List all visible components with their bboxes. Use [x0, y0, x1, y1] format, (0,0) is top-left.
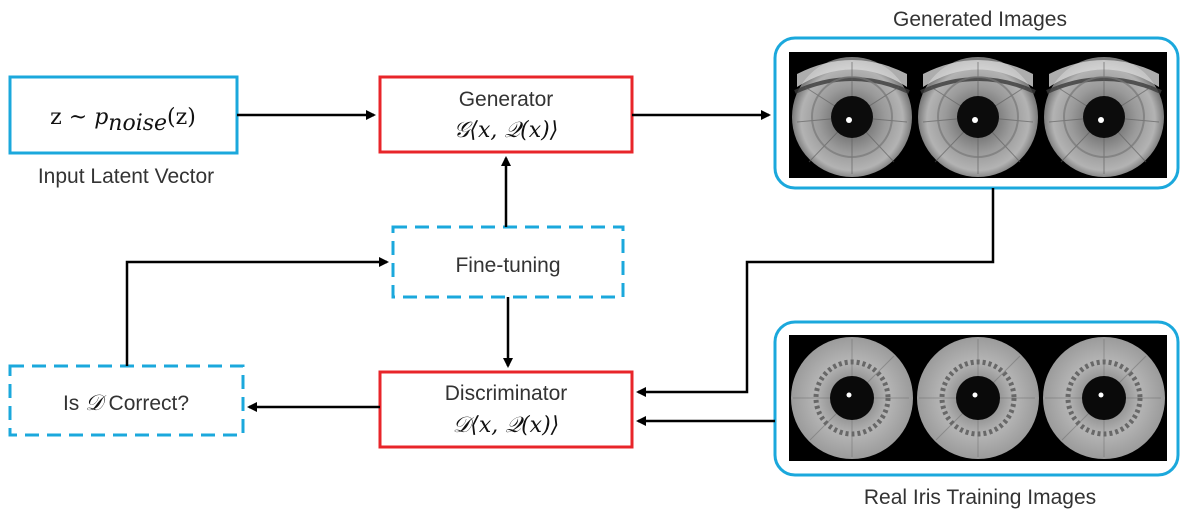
input-formula: z ~ pnoise(z) — [50, 105, 196, 136]
discriminator-title: Discriminator — [445, 382, 568, 405]
finetuning-box — [391, 225, 625, 299]
input-latent-box — [8, 75, 239, 155]
real-images-strip — [789, 335, 1167, 461]
generator-formula: 𝒢⟨x, 𝒬(x)⟩ — [454, 118, 559, 143]
generator-box — [378, 75, 634, 154]
real-iris-image — [789, 335, 915, 461]
generated-iris-image — [1039, 50, 1169, 180]
generated-iris-image — [787, 50, 917, 180]
is-correct-box — [8, 364, 245, 437]
generated-images-strip — [787, 50, 1169, 180]
input-caption: Input Latent Vector — [38, 165, 214, 188]
finetuning-label: Fine-tuning — [455, 254, 560, 277]
real-iris-image — [915, 335, 1041, 461]
is-correct-label: Is 𝒟 Correct? — [63, 391, 189, 416]
discriminator-formula: 𝒟⟨x, 𝒬(x)⟩ — [453, 413, 560, 438]
arrow-iscorrect-to-finetuning — [125, 257, 389, 366]
discriminator-box — [378, 370, 634, 449]
generated-iris-image — [913, 50, 1043, 180]
real-images-caption: Real Iris Training Images — [864, 486, 1096, 509]
generator-title: Generator — [459, 88, 554, 111]
real-iris-image — [1041, 335, 1167, 461]
generated-images-caption: Generated Images — [893, 8, 1067, 31]
arrow-generated-to-discriminator — [636, 188, 995, 397]
